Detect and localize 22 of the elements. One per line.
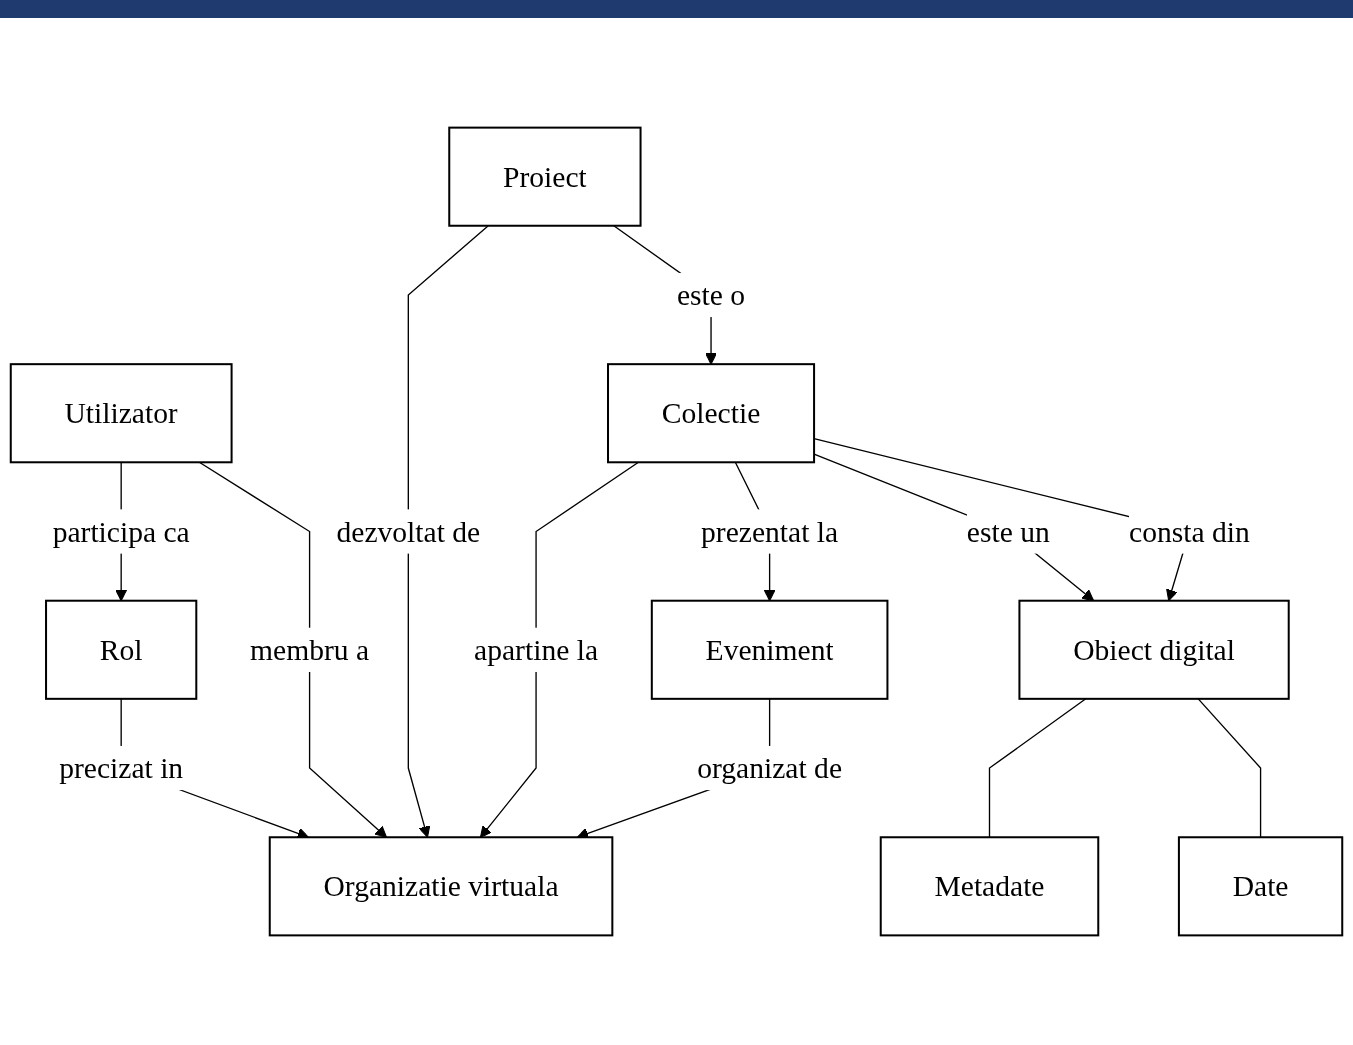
edge-label: apartine la: [474, 632, 599, 667]
node-box: Proiect: [448, 126, 642, 227]
connector: [988, 698, 1087, 838]
arrow: [407, 225, 489, 838]
node-box: Organizatie virtuala: [268, 836, 614, 937]
edge-label: organizat de: [697, 751, 843, 785]
node-box: Metadate: [879, 836, 1100, 937]
node-box: Utilizator: [9, 363, 233, 464]
edge-label: consta din: [1129, 514, 1250, 549]
edge-label: precizat in: [59, 751, 184, 785]
edge-label: este o: [676, 278, 746, 312]
edge-label: participa ca: [52, 514, 190, 549]
edge-label: prezentat la: [701, 514, 839, 549]
edge-label: este un: [966, 514, 1050, 549]
node-box: Obiect digital: [1018, 599, 1290, 700]
connector: [1197, 698, 1262, 838]
edge-label: membru a: [250, 632, 370, 667]
node-box: Colectie: [607, 363, 816, 464]
edge-label: dezvoltat de: [336, 514, 481, 549]
node-box: Rol: [45, 599, 198, 700]
node-box: Date: [1177, 836, 1344, 937]
node-box: Eveniment: [650, 599, 889, 700]
